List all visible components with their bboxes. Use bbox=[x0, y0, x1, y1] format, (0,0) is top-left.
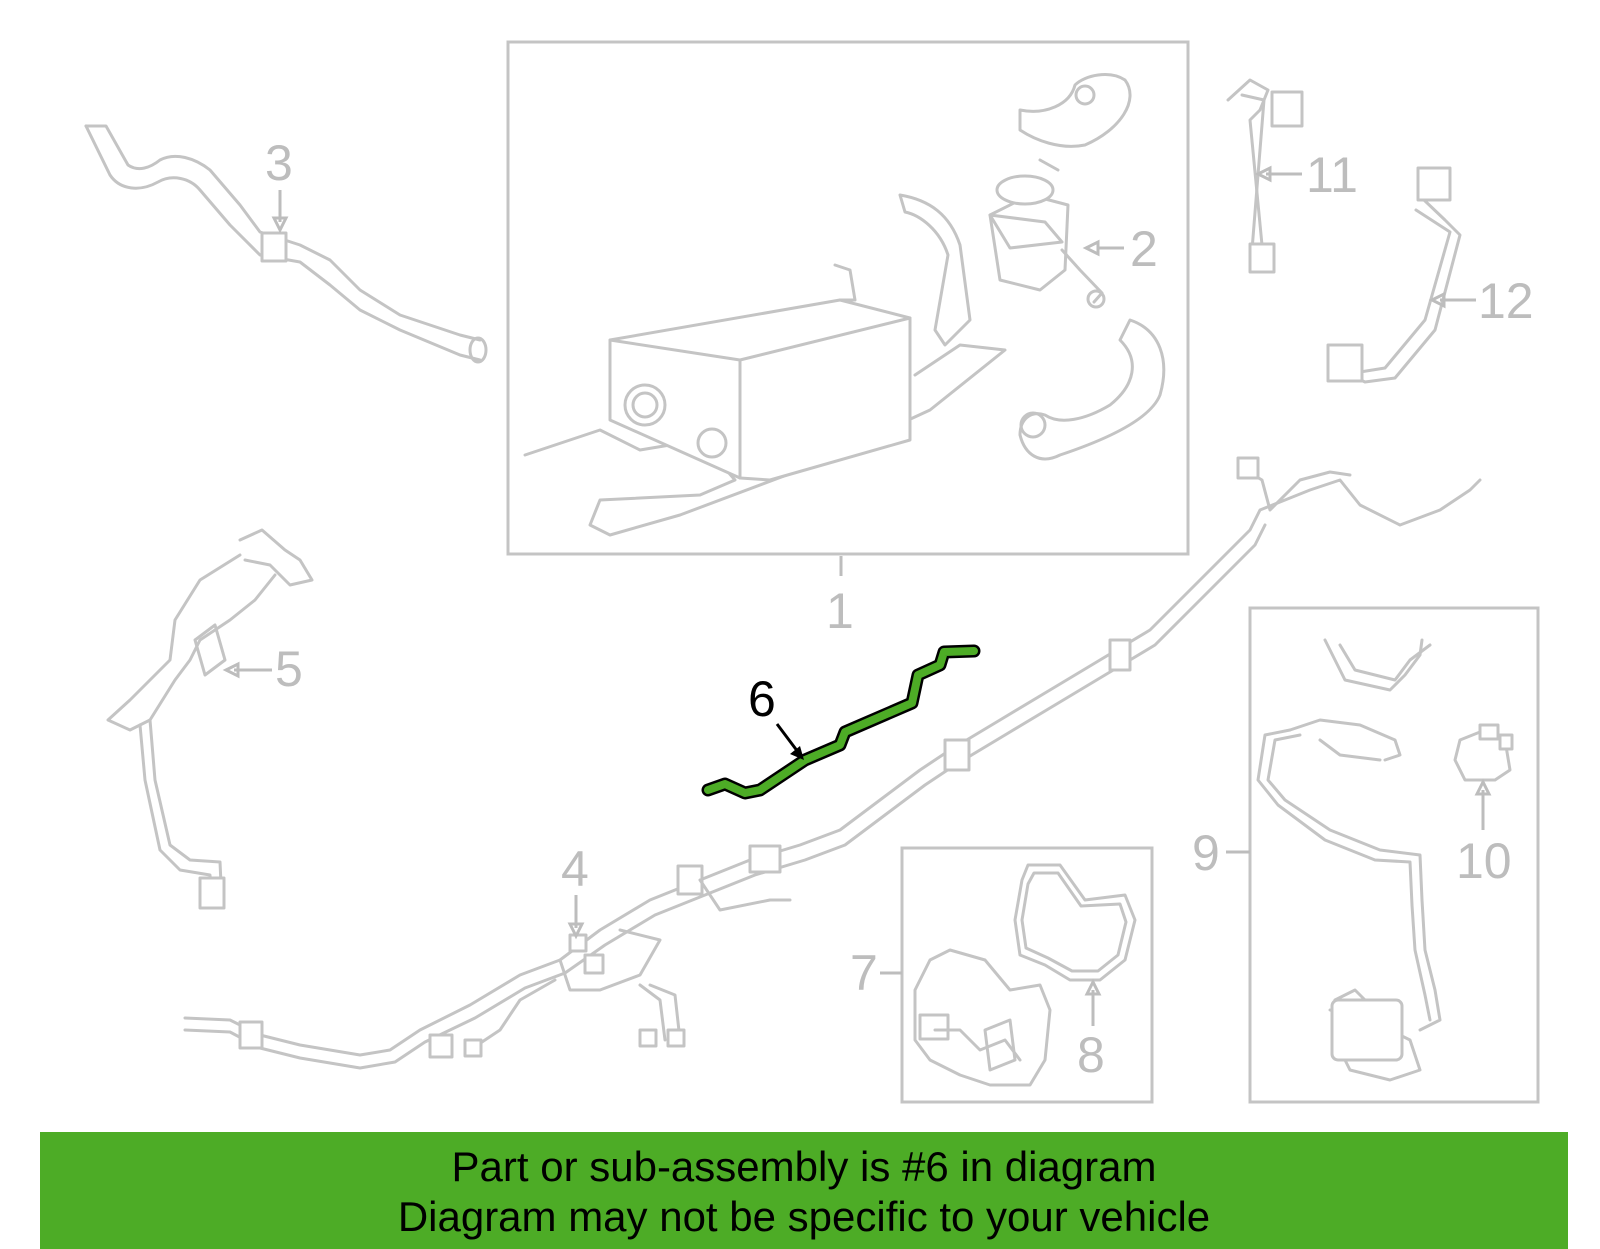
leader-4 bbox=[567, 895, 585, 940]
banner-line-disclaimer: Diagram may not be specific to your vehi… bbox=[397, 1193, 1211, 1240]
leader-11 bbox=[1254, 165, 1302, 183]
part-6-tube-highlight[interactable] bbox=[701, 644, 981, 800]
part-1-upper-hose bbox=[1018, 73, 1132, 148]
frame-part-9 bbox=[1248, 606, 1540, 1104]
banner-line-part-number: Part or sub-assembly is #6 in diagram bbox=[451, 1143, 1157, 1190]
leader-12 bbox=[1428, 291, 1476, 309]
leader-8 bbox=[1084, 978, 1102, 1026]
part-9-harness[interactable] bbox=[1256, 638, 1442, 1082]
part-2-purge-valve[interactable] bbox=[988, 158, 1106, 309]
part-1-canister[interactable] bbox=[523, 193, 1007, 537]
callout-2[interactable]: 2 bbox=[1130, 221, 1158, 277]
leader-10 bbox=[1474, 778, 1492, 830]
callout-10[interactable]: 10 bbox=[1456, 833, 1512, 889]
info-banner: Part or sub-assembly is #6 in diagram Di… bbox=[40, 1132, 1568, 1249]
callout-1[interactable]: 1 bbox=[826, 583, 854, 639]
parts-diagram: 1 2 3 4 5 6 7 8 9 10 11 12 bbox=[84, 40, 1540, 1104]
frame-part-7 bbox=[900, 846, 1154, 1104]
callout-6[interactable]: 6 bbox=[748, 671, 776, 727]
callout-7[interactable]: 7 bbox=[850, 945, 878, 1001]
part-5-tube-assembly[interactable] bbox=[106, 528, 314, 910]
callout-9[interactable]: 9 bbox=[1192, 825, 1220, 881]
part-10-sensor[interactable] bbox=[1453, 723, 1514, 782]
part-12-tube[interactable] bbox=[1326, 166, 1462, 384]
part-7-module[interactable] bbox=[913, 948, 1052, 1087]
part-1-lower-hose bbox=[1018, 318, 1166, 461]
callout-11[interactable]: 11 bbox=[1306, 147, 1358, 203]
callout-5[interactable]: 5 bbox=[275, 641, 303, 697]
callout-8[interactable]: 8 bbox=[1077, 1027, 1105, 1083]
part-11-tube[interactable] bbox=[1226, 78, 1304, 274]
callout-4[interactable]: 4 bbox=[561, 841, 589, 897]
part-3-hose[interactable] bbox=[84, 124, 488, 364]
frame-part-1 bbox=[506, 40, 1190, 556]
leader-6 bbox=[775, 723, 804, 760]
leader-3 bbox=[271, 190, 289, 234]
part-4-line-assembly[interactable] bbox=[183, 456, 1482, 1070]
part-8-gasket[interactable] bbox=[1013, 863, 1137, 982]
callout-3[interactable]: 3 bbox=[265, 135, 293, 191]
callout-12[interactable]: 12 bbox=[1478, 273, 1534, 329]
leader-2 bbox=[1082, 239, 1124, 257]
leader-5 bbox=[222, 661, 272, 679]
